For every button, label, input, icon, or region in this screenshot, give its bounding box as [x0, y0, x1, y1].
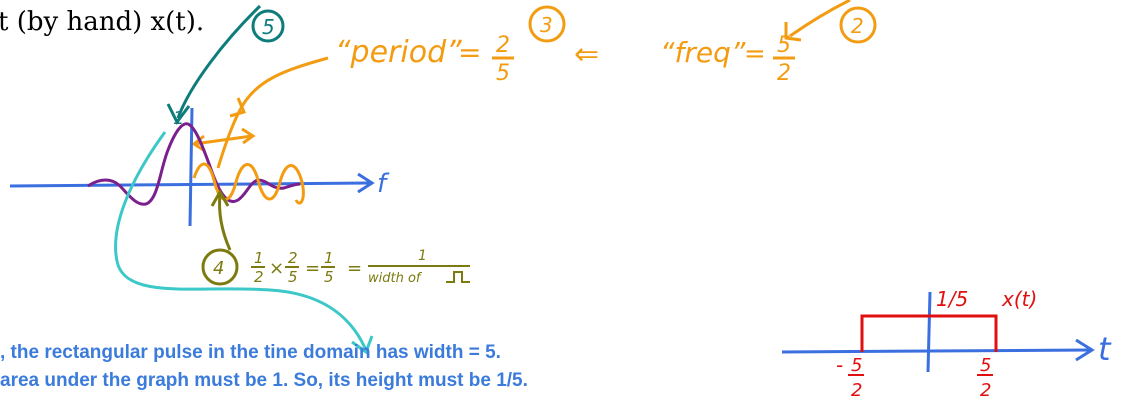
step4-equals-1: = — [305, 258, 320, 279]
period-equals: = — [458, 36, 481, 69]
step-4-circle — [201, 248, 239, 286]
freq-annotation: “freq” = 5 2 2 — [660, 0, 877, 86]
step-4-computation: 4 1 2 × 2 5 = 1 5 = 1 width of — [201, 248, 470, 286]
right-edge-den: 2 — [980, 380, 991, 401]
step-5-arrowhead — [166, 103, 191, 125]
left-edge-den: 2 — [851, 380, 862, 401]
period-num: 2 — [496, 33, 510, 58]
step-5-annotation: 5 — [166, 4, 285, 125]
period-width-arrowhead-right — [241, 127, 256, 145]
freq-equals: = — [744, 39, 766, 69]
step-5-circle — [251, 9, 285, 43]
factor2-den: 5 — [288, 268, 298, 286]
step-4-arrow — [218, 193, 232, 251]
implies-arrow: ⇐ — [574, 37, 599, 72]
period-den: 5 — [496, 61, 510, 86]
period-oscillation — [192, 162, 305, 205]
factor1-den: 2 — [254, 268, 264, 286]
right-edge-num: 5 — [980, 355, 991, 376]
left-edge-sign: - — [836, 353, 843, 377]
peak-label: 1 — [173, 108, 184, 129]
time-axis-arrowhead — [1075, 338, 1095, 362]
time-domain-plot: t 1/5 x(t) - 5 2 5 2 — [781, 287, 1112, 401]
step4-equals-2: = — [347, 258, 362, 279]
step-3-number: 3 — [540, 13, 553, 37]
step-5-arrow — [176, 4, 262, 119]
final-num: 1 — [418, 248, 427, 264]
period-annotation: “period” = 2 5 3 ⇐ — [335, 5, 599, 86]
times-sign: × — [269, 258, 284, 279]
note-line-2: area under the graph must be 1. So, its … — [0, 370, 528, 391]
time-axis-label: t — [1098, 330, 1112, 368]
time-vertical-axis — [926, 291, 932, 373]
cyan-connector-arrowhead — [351, 335, 374, 355]
step-4-arrowhead — [210, 188, 230, 207]
height-label: 1/5 — [936, 287, 968, 311]
period-width-marker — [193, 134, 253, 146]
factor1-num: 1 — [254, 249, 264, 267]
factor2-num: 2 — [288, 249, 298, 267]
step-2-arrowhead — [784, 22, 802, 42]
period-connector-arrow — [216, 56, 329, 169]
time-axis — [781, 348, 1091, 354]
freq-num: 5 — [777, 33, 791, 58]
period-label: “period” — [335, 35, 462, 70]
step-3-circle — [528, 5, 566, 43]
note-line-1: , the rectangular pulse in the tine doma… — [0, 342, 501, 363]
frequency-plot: f 1 — [9, 107, 390, 251]
step-2-circle — [839, 6, 877, 44]
result-num: 1 — [324, 249, 334, 267]
step-4-number: 4 — [213, 258, 224, 279]
step-5-number: 5 — [262, 15, 275, 39]
freq-axis-label: f — [377, 169, 390, 199]
header-text: t (by hand) x(t). — [0, 7, 204, 37]
freq-den: 2 — [777, 61, 791, 86]
period-width-arrowhead-left — [191, 134, 206, 153]
period-connector-arrowhead — [229, 97, 247, 118]
result-den: 5 — [324, 268, 334, 286]
step-2-number: 2 — [851, 14, 864, 38]
left-edge-num: 5 — [851, 355, 862, 376]
freq-axis-arrowhead — [357, 172, 375, 194]
freq-label: “freq” — [660, 36, 746, 69]
step-2-arrow — [789, 0, 851, 38]
rect-pulse — [860, 314, 998, 352]
signal-label: x(t) — [1001, 287, 1037, 311]
final-den: width of — [368, 271, 423, 286]
rect-pulse-glyph — [446, 271, 470, 283]
sinc-curve — [87, 122, 301, 206]
cyan-connector — [114, 131, 367, 349]
